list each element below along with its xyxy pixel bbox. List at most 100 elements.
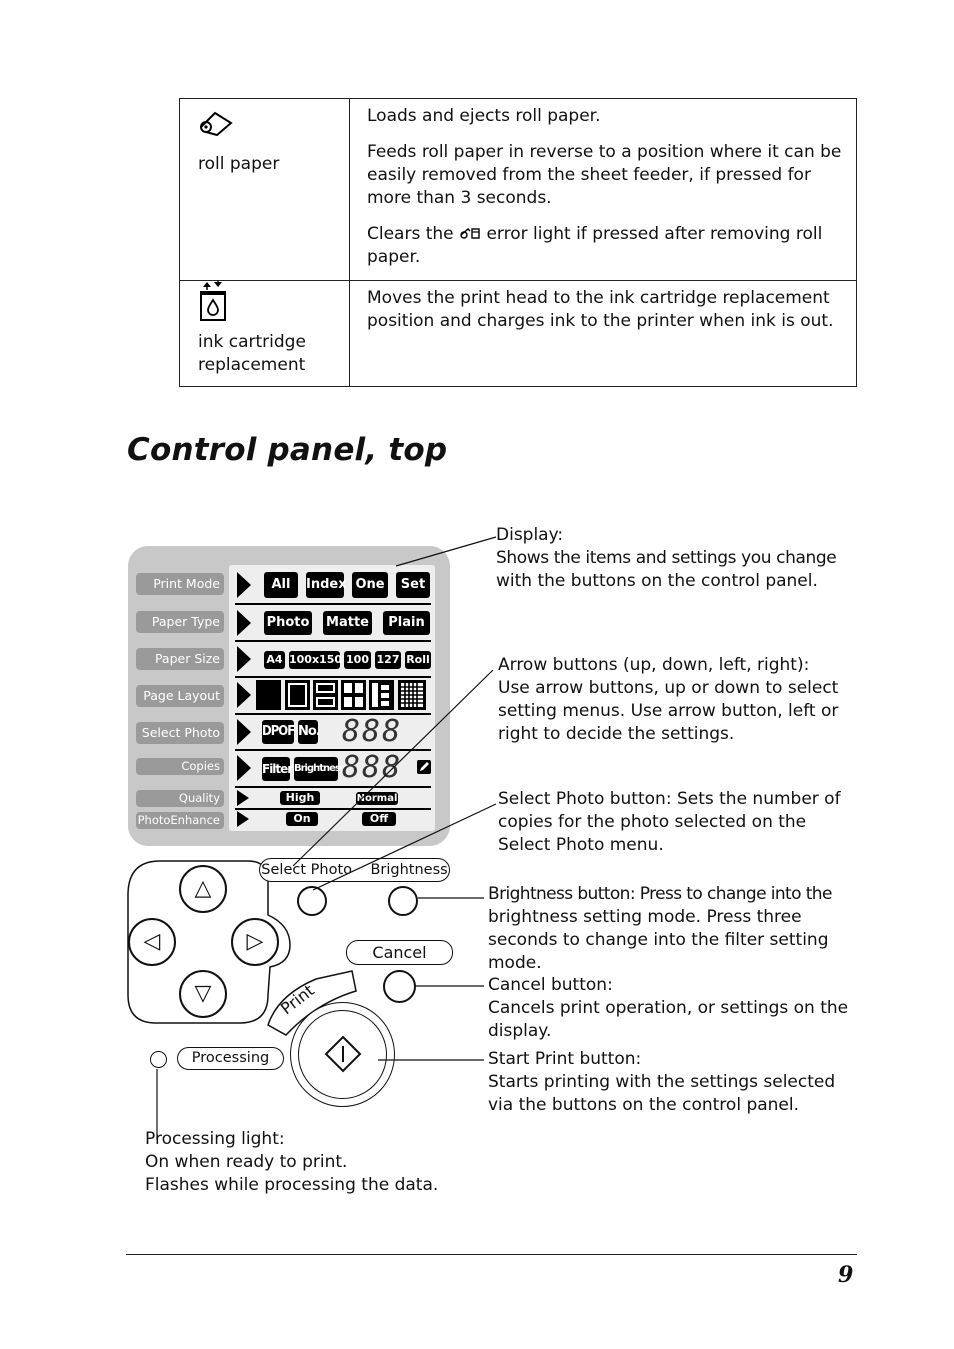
lcd-separator bbox=[235, 713, 431, 715]
print-mode-set: Set bbox=[396, 572, 430, 598]
description-text: Loads and ejects roll paper. bbox=[367, 106, 601, 126]
callout-title: Start Print button: bbox=[488, 1049, 642, 1069]
start-print-callout: Start Print button: Starts printing with… bbox=[488, 1048, 835, 1117]
filter-indicator: Filter bbox=[262, 757, 293, 781]
quality-label: Quality bbox=[136, 790, 224, 807]
row-pointer-icon bbox=[237, 719, 251, 745]
number-indicator: No. bbox=[298, 720, 321, 744]
page-number: 9 bbox=[838, 1262, 854, 1288]
paper-type-photo: Photo bbox=[264, 611, 312, 635]
select-photo-label: Select Photo bbox=[136, 722, 224, 744]
table-row-ink-cartridge: ink cartridge replacement Moves the prin… bbox=[180, 280, 856, 386]
row-pointer-icon bbox=[237, 811, 249, 827]
callout-text: Cancels print operation, or settings on … bbox=[488, 998, 849, 1018]
roll-paper-icon bbox=[200, 111, 233, 137]
paper-size-100: 100 bbox=[344, 651, 371, 669]
processing-label: Processing bbox=[177, 1047, 284, 1070]
dpof-indicator: DPOF bbox=[262, 720, 295, 744]
display-callout: Display: Shows the items and settings yo… bbox=[496, 524, 837, 593]
button-description-table: roll paper Loads and ejects roll paper. … bbox=[179, 98, 857, 387]
callout-text: setting menus. Use arrow button, left or bbox=[498, 701, 839, 721]
description-text: Moves the print head to the ink cartridg… bbox=[367, 288, 834, 331]
left-arrow-button[interactable]: ◁ bbox=[128, 918, 176, 966]
page-layout-label: Page Layout bbox=[136, 685, 224, 707]
right-arrow-button[interactable]: ▷ bbox=[231, 918, 279, 966]
print-mode-all: All bbox=[264, 572, 298, 598]
lcd-separator bbox=[235, 676, 431, 678]
paper-type-plain: Plain bbox=[383, 611, 430, 635]
callout-text: Select Photo menu. bbox=[498, 835, 664, 855]
table-cell-button: roll paper bbox=[180, 99, 350, 280]
section-heading: Control panel, top bbox=[127, 432, 448, 468]
copies-label: Copies bbox=[136, 758, 224, 775]
ink-cartridge-replacement-icon bbox=[200, 281, 226, 321]
callout-title: Display: bbox=[496, 525, 564, 545]
callout-text: Flashes while processing the data. bbox=[145, 1175, 439, 1195]
paper-size-127: 127 bbox=[375, 651, 401, 669]
paper-size-a4: A4 bbox=[264, 651, 285, 669]
paper-type-matte: Matte bbox=[323, 611, 372, 635]
select-photo-button-label: Select Photo bbox=[261, 862, 352, 878]
quality-normal: Normal bbox=[356, 792, 398, 805]
paper-size-label: Paper Size bbox=[136, 648, 224, 670]
callout-text: brightness setting mode. Press three bbox=[488, 907, 802, 927]
paper-size-100x150: 100x150 bbox=[289, 651, 342, 669]
print-mode-one: One bbox=[352, 572, 388, 598]
brightness-indicator: Brightness bbox=[294, 757, 346, 781]
lcd-separator bbox=[235, 749, 431, 751]
cancel-callout: Cancel button: Cancels print operation, … bbox=[488, 974, 848, 1043]
photo-number-display: 888 bbox=[342, 714, 403, 749]
cancel-button-label: Cancel bbox=[346, 940, 453, 965]
quality-high: High bbox=[280, 791, 320, 805]
row-pointer-icon bbox=[237, 572, 251, 598]
table-cell-button: ink cartridge replacement bbox=[180, 281, 350, 386]
brightness-button[interactable] bbox=[388, 886, 418, 916]
table-cell-description: Moves the print head to the ink cartridg… bbox=[350, 281, 856, 386]
down-arrow-button[interactable]: ▽ bbox=[179, 970, 227, 1018]
ink-cartridge-label: replacement bbox=[198, 355, 306, 375]
paper-size-roll: Roll bbox=[405, 651, 431, 669]
ink-cartridge-label: ink cartridge bbox=[198, 332, 306, 352]
up-arrow-button[interactable]: △ bbox=[179, 865, 227, 913]
roll-paper-error-icon bbox=[460, 228, 480, 239]
pencil-icon bbox=[417, 760, 431, 774]
callout-text: On when ready to print. bbox=[145, 1152, 348, 1172]
callout-title: Cancel button: bbox=[488, 975, 613, 995]
row-pointer-icon bbox=[237, 646, 251, 672]
lcd-separator bbox=[235, 808, 431, 810]
row-pointer-icon bbox=[237, 755, 251, 781]
callout-title: Processing light: bbox=[145, 1129, 285, 1149]
callout-text: display. bbox=[488, 1021, 552, 1041]
row-pointer-icon bbox=[237, 682, 251, 708]
brightness-button-label: Brightness bbox=[370, 862, 448, 878]
photoenhance-on: On bbox=[286, 812, 318, 826]
select-photo-callout: Select Photo button: Sets the number of … bbox=[498, 788, 841, 857]
callout-text: Use arrow buttons, up or down to select bbox=[498, 678, 839, 698]
page-layout-icons bbox=[256, 680, 426, 710]
footer-rule bbox=[126, 1254, 857, 1255]
callout-text: Shows the items and settings you change bbox=[496, 548, 837, 568]
callout-text: copies for the photo selected on the bbox=[498, 812, 807, 832]
callout-text: with the buttons on the control panel. bbox=[496, 571, 818, 591]
select-photo-button[interactable] bbox=[297, 886, 327, 916]
lcd-separator bbox=[235, 603, 431, 605]
row-pointer-icon bbox=[237, 790, 249, 806]
lcd-separator bbox=[235, 640, 431, 642]
callout-text: right to decide the settings. bbox=[498, 724, 735, 744]
copies-number-display: 888 bbox=[342, 750, 403, 785]
callout-text: Starts printing with the settings select… bbox=[488, 1072, 836, 1092]
cancel-button[interactable] bbox=[383, 970, 416, 1003]
photoenhance-label: PhotoEnhance bbox=[136, 812, 224, 829]
description-text: Feeds roll paper in reverse to a positio… bbox=[367, 142, 842, 208]
callout-text: via the buttons on the control panel. bbox=[488, 1095, 800, 1115]
start-icon bbox=[324, 1035, 362, 1073]
lcd-separator bbox=[235, 786, 431, 788]
processing-light-callout: Processing light: On when ready to print… bbox=[145, 1128, 438, 1197]
callout-text: seconds to change into the filter settin… bbox=[488, 930, 829, 950]
brightness-callout: Brightness button: Press to change into … bbox=[488, 883, 832, 975]
callout-text: mode. bbox=[488, 953, 542, 973]
print-mode-index: Index bbox=[306, 572, 347, 598]
callout-title: Select Photo button: Sets the number of bbox=[498, 789, 841, 809]
callout-title: Arrow buttons (up, down, left, right): bbox=[498, 655, 810, 675]
